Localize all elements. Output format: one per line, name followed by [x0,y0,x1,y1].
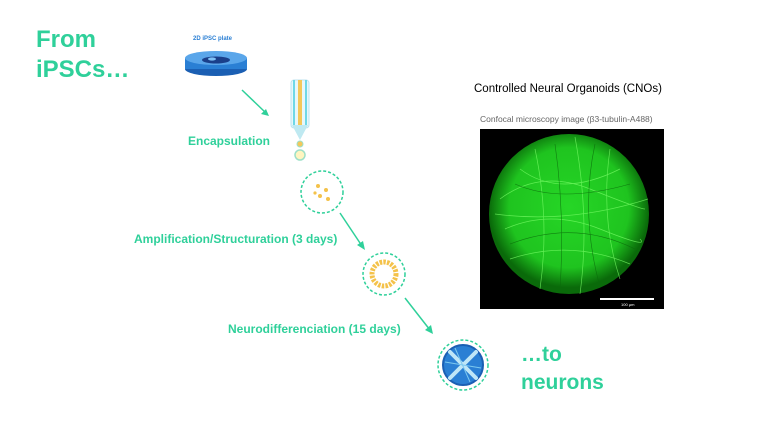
arrow-3 [404,297,433,334]
panel-title: Controlled Neural Organoids (CNOs) [474,83,662,95]
from-line-1: From [36,26,96,53]
plate-label: 2D iPSC plate [193,36,233,42]
scale-bar-label: 100 µm [621,302,635,307]
capsule-ring-icon [362,252,406,296]
capillary-icon [290,79,310,161]
panel-subtitle: Confocal microscopy image (β3-tubulin-A4… [480,114,653,124]
capsule-cells-icon [300,170,344,214]
confocal-image: 100 µm [480,129,664,309]
ipsc-plate-icon [185,51,247,76]
arrow-2 [339,212,365,250]
from-label: From iPSCs… [36,25,129,85]
from-line-2: iPSCs… [36,56,130,83]
step-encapsulation: Encapsulation [188,134,271,148]
scale-bar [600,298,654,300]
to-label: …to neurons [521,341,604,397]
organoid-image [489,134,649,295]
to-line-1: …to [521,343,562,366]
step-amplification: Amplification/Structuration (3 days) [134,232,338,246]
arrow-1 [241,89,269,116]
neuron-capsule-icon [437,339,489,391]
step-neurodifferenciation: Neurodifferenciation (15 days) [228,322,401,336]
to-line-2: neurons [521,371,604,394]
